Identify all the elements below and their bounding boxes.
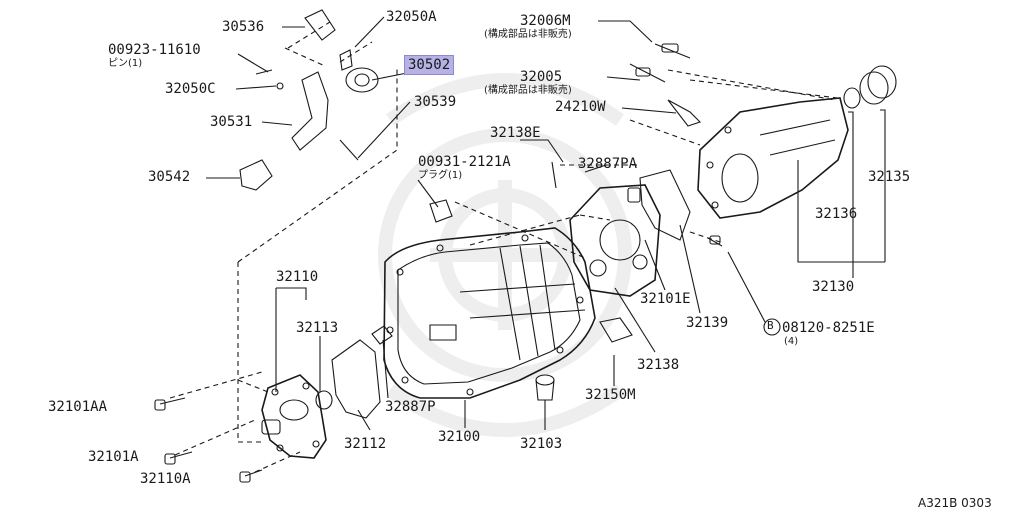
leader-lines <box>206 17 885 430</box>
pipe-32138E <box>552 162 556 188</box>
callout-00931-2121A[interactable]: 00931-2121A <box>418 154 511 170</box>
breather-32103 <box>536 375 554 400</box>
oil-seal-32113 <box>316 391 332 409</box>
callout-32113[interactable]: 32113 <box>296 320 339 336</box>
rear-extension-32130 <box>698 98 848 218</box>
withdrawal-lever-30531 <box>292 72 328 150</box>
bolt-badge-B: B <box>767 319 774 332</box>
callout-32136[interactable]: 32136 <box>815 206 858 222</box>
callout-24210W[interactable]: 24210W <box>555 99 606 115</box>
note-00923: ピン(1) <box>108 58 143 69</box>
callout-32050A[interactable]: 32050A <box>386 9 437 25</box>
callout-32110[interactable]: 32110 <box>276 269 319 285</box>
callout-30542[interactable]: 30542 <box>148 169 191 185</box>
callout-32139[interactable]: 32139 <box>686 315 729 331</box>
bolt-badge-circle <box>764 319 780 335</box>
oil-seal-32136 <box>844 88 860 108</box>
callout-32112[interactable]: 32112 <box>344 436 387 452</box>
bushing-32887P <box>372 326 392 344</box>
callout-08120-8251E[interactable]: 08120-8251E <box>782 320 875 336</box>
callout-32101AA[interactable]: 32101AA <box>48 399 108 415</box>
callout-32887PA[interactable]: 32887PA <box>578 156 638 172</box>
callout-32135[interactable]: 32135 <box>868 169 911 185</box>
note-00931: プラグ(1) <box>418 170 463 181</box>
callout-32050C[interactable]: 32050C <box>165 81 216 97</box>
callout-32101A[interactable]: 32101A <box>88 449 139 465</box>
bolt-08120-8251E <box>708 236 722 246</box>
callout-32887P[interactable]: 32887P <box>385 399 436 415</box>
bolt-32050A <box>340 50 352 70</box>
assembly-guide-lines <box>170 22 838 472</box>
plug-00931 <box>430 200 452 222</box>
callout-32103[interactable]: 32103 <box>520 436 563 452</box>
release-bearing-30502 <box>346 68 378 92</box>
adapter-plate <box>570 185 660 296</box>
diagram-code: A321B 0303 <box>918 496 992 510</box>
note-08120: (4) <box>784 336 799 347</box>
callout-32005[interactable]: 32005 <box>520 69 563 85</box>
note-32005: (構成部品は非販売) <box>484 85 572 96</box>
sensor-32006M <box>655 44 690 58</box>
bushing-32887PA <box>628 188 640 202</box>
bolt-32110A <box>240 470 262 482</box>
callout-30536[interactable]: 30536 <box>222 19 265 35</box>
callout-32150M[interactable]: 32150M <box>585 387 636 403</box>
gasket-32139 <box>640 170 690 240</box>
front-cover-32110 <box>262 375 326 458</box>
switch-32005 <box>630 64 665 82</box>
callout-32138[interactable]: 32138 <box>637 357 680 373</box>
bolt-32101A <box>165 452 192 464</box>
pivot-30539 <box>340 140 358 160</box>
gasket-32112 <box>332 340 380 418</box>
note-32006M: (構成部品は非販売) <box>484 29 572 40</box>
callout-32101E[interactable]: 32101E <box>640 291 691 307</box>
callout-00923-11610[interactable]: 00923-11610 <box>108 42 201 58</box>
dust-cover-30542 <box>240 160 272 190</box>
bracket-24210W <box>668 100 700 126</box>
pin-00923 <box>256 70 272 74</box>
callout-30531[interactable]: 30531 <box>210 114 253 130</box>
callout-32110A[interactable]: 32110A <box>140 471 191 487</box>
callout-32130[interactable]: 32130 <box>812 279 855 295</box>
clip-32050C <box>277 83 283 89</box>
transmission-case-32100 <box>384 228 595 398</box>
bushing-32135 <box>860 66 896 104</box>
cover-32150M <box>600 318 632 342</box>
callout-32100[interactable]: 32100 <box>438 429 481 445</box>
watermark-emblem <box>385 80 625 430</box>
callout-32006M[interactable]: 32006M <box>520 13 571 29</box>
callout-30539[interactable]: 30539 <box>414 94 457 110</box>
callout-32138E[interactable]: 32138E <box>490 125 541 141</box>
callout-30502-highlighted[interactable]: 30502 <box>403 55 455 75</box>
bolt-32101AA <box>155 398 185 410</box>
boot-30536 <box>305 10 335 40</box>
